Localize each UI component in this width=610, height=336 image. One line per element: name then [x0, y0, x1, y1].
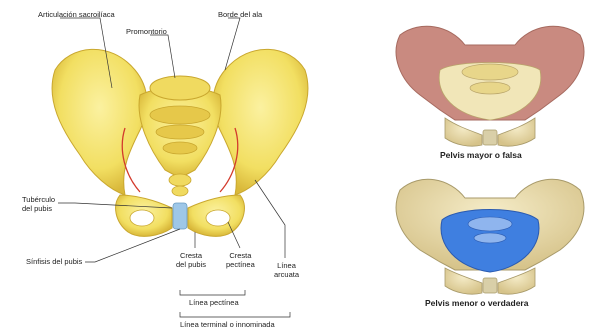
label-linea-arcuata: Línea arcuata [274, 262, 299, 279]
label-borde-ala: Borde del ala [218, 11, 262, 20]
label-linea-terminal: Línea terminal o innominada [180, 321, 275, 330]
label-promontorio: Promontorio [126, 28, 167, 37]
label-sinfisis-pubis: Sínfisis del pubis [26, 258, 82, 267]
label-linea-pectinea: Línea pectínea [189, 299, 239, 308]
label-cresta-pectinea: Cresta pectínea [226, 252, 255, 269]
label-articulacion-sacroiliaca: Articulación sacroilíaca [38, 11, 115, 20]
label-cresta-pubis: Cresta del pubis [176, 252, 206, 269]
caption-pelvis-menor: Pelvis menor o verdadera [425, 298, 528, 308]
caption-pelvis-mayor: Pelvis mayor o falsa [440, 150, 522, 160]
label-tuberculo-pubis: Tubérculo del pubis [22, 196, 55, 213]
